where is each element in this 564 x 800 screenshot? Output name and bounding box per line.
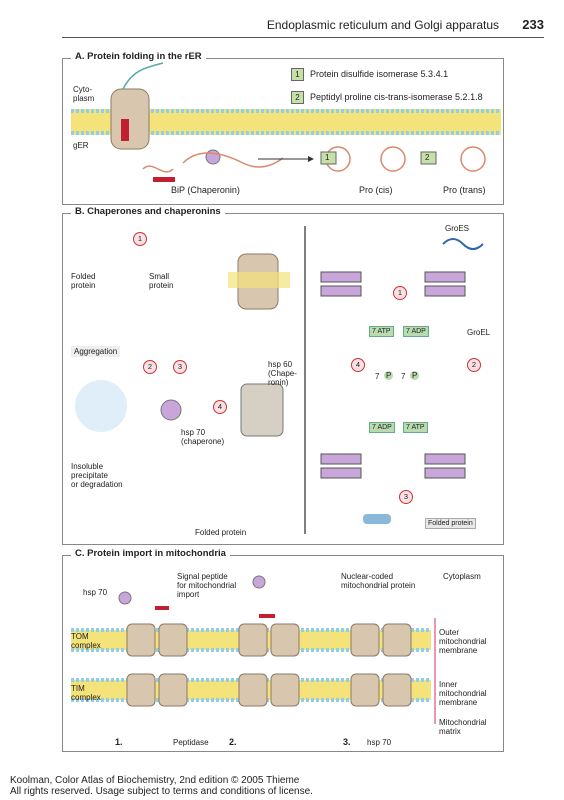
label-outer-membrane: Outer mitochondrial membrane <box>439 628 487 655</box>
label-hsp70-bottom: hsp 70 <box>367 738 392 747</box>
label-insoluble: Insoluble precipitate or degradation <box>71 462 123 489</box>
header-title: Endoplasmic reticulum and Golgi apparatu… <box>266 18 499 32</box>
cycle-2-circle: 2 <box>467 358 481 372</box>
tag-folded-protein: Folded protein <box>425 518 476 529</box>
label-hsp60: hsp 60 (Chape- ronin) <box>268 360 297 387</box>
phosphate-left-count: 7 <box>375 372 380 381</box>
label-signal-peptide: Signal peptide for mitochondrial import <box>177 572 237 599</box>
label-pro-trans: Pro (trans) <box>443 185 486 195</box>
cycle-4-circle: 4 <box>351 358 365 372</box>
step-3-circle: 3 <box>173 360 187 374</box>
label-matrix: Mitochondrial matrix <box>439 718 487 736</box>
step-2-label: 2. <box>229 737 237 747</box>
label-peptidase: Peptidase <box>173 738 209 747</box>
footer-line-1: Koolman, Color Atlas of Biochemistry, 2n… <box>10 775 300 786</box>
panel-b-title: B. Chaperones and chaperonins <box>71 206 225 217</box>
label-cytoplasm: Cyto- plasm <box>73 85 95 103</box>
tag-atp-top: 7 ATP <box>369 326 394 337</box>
page-number: 233 <box>522 17 544 32</box>
step-4-circle: 4 <box>213 400 227 414</box>
tag-atp-bottom: 7 ATP <box>403 422 428 433</box>
label-folded-protein: Folded protein <box>71 272 96 290</box>
step-1-label: 1 <box>325 153 330 162</box>
label-hsp70: hsp 70 (chaperone) <box>181 428 225 446</box>
panel-c: C. Protein import in mitochondria hsp 70… <box>62 548 504 752</box>
footer-line-2: All rights reserved. Usage subject to te… <box>10 786 313 797</box>
phosphate-right: P <box>410 371 420 380</box>
step-2-circle: 2 <box>143 360 157 374</box>
label-hsp70-top: hsp 70 <box>83 588 108 597</box>
label-groes: GroES <box>445 224 470 233</box>
phosphate-right-count: 7 <box>401 372 406 381</box>
label-small-protein: Small protein <box>149 272 174 290</box>
cycle-1-circle: 1 <box>393 286 407 300</box>
page-header: Endoplasmic reticulum and Golgi apparatu… <box>0 16 564 38</box>
panel-a-title: A. Protein folding in the rER <box>71 51 206 62</box>
label-folded-protein-bottom: Folded protein <box>195 528 247 537</box>
tag-adp-top: 7 ADP <box>403 326 429 337</box>
label-tom-complex: TOM complex <box>71 632 101 650</box>
step-1-label: 1. <box>115 737 123 747</box>
label-bip: BiP (Chaperonin) <box>171 185 240 195</box>
header-rule <box>62 37 544 38</box>
cycle-3-circle: 3 <box>399 490 413 504</box>
phosphate-left: P <box>384 371 394 380</box>
panel-a-drawing <box>71 62 501 182</box>
label-ger: gER <box>73 141 89 150</box>
step-1-circle: 1 <box>133 232 147 246</box>
panel-b-drawing <box>75 226 484 534</box>
panel-b: B. Chaperones and chaperonins Folded pro… <box>62 206 504 545</box>
footer: Koolman, Color Atlas of Biochemistry, 2n… <box>10 775 313 797</box>
panel-c-title: C. Protein import in mitochondria <box>71 548 230 559</box>
tag-adp-bottom: 7 ADP <box>369 422 395 433</box>
label-cytoplasm: Cytoplasm <box>443 572 481 581</box>
label-aggregation: Aggregation <box>71 346 121 357</box>
panel-c-drawing <box>71 575 436 724</box>
label-inner-membrane: Inner mitochondrial membrane <box>439 680 487 707</box>
step-2-label: 2 <box>425 153 430 162</box>
label-nuclear-coded: Nuclear-coded mitochondrial protein <box>341 572 416 590</box>
label-tim-complex: TIM complex <box>71 684 101 702</box>
label-pro-cis: Pro (cis) <box>359 185 393 195</box>
label-groel: GroEL <box>467 328 491 337</box>
step-3-label: 3. <box>343 737 351 747</box>
